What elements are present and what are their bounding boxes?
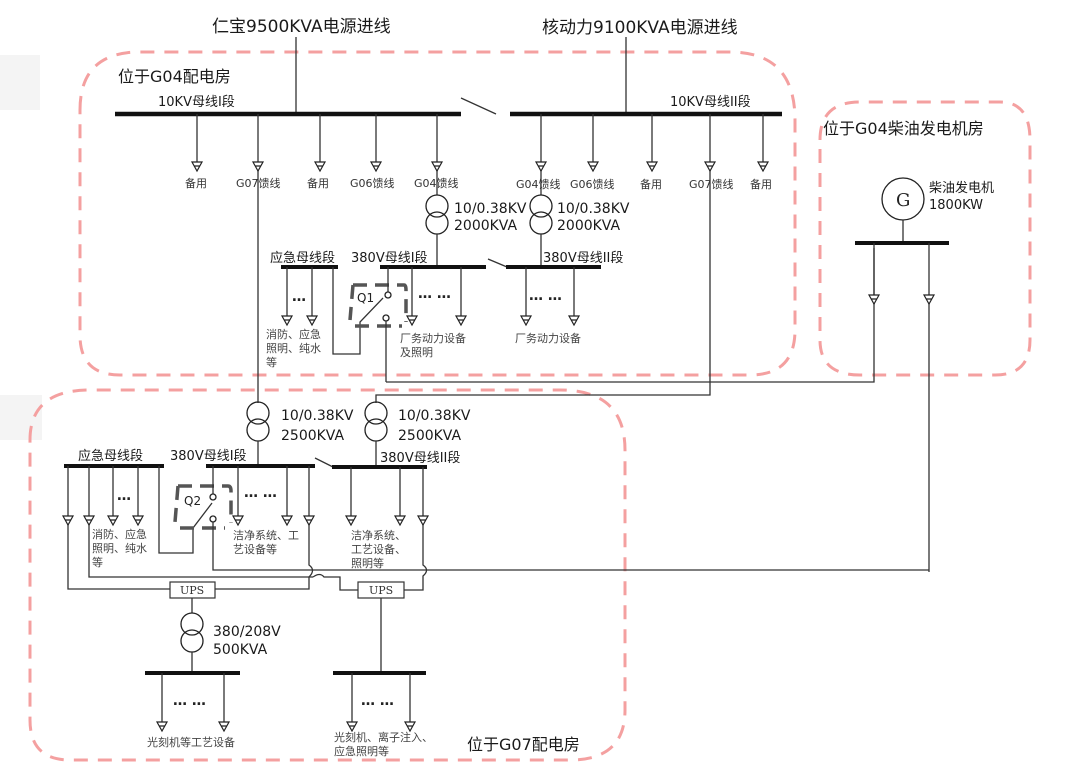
g07-bus-tie-switch [314, 457, 334, 468]
ups-bus-1-load: 光刻机等工艺设备 [147, 735, 235, 749]
g04-emergency-load-3: 等 [266, 355, 277, 369]
g07-emergency-dots: … [117, 488, 131, 504]
g04-bus1-load-1: 厂务动力设备 [400, 331, 466, 345]
transformer-g04-1-ratio: 10/0.38KV [454, 201, 527, 217]
zone-g04-room-label: 位于G04配电房 [118, 67, 231, 86]
bus-10kv-section-2-label: 10KV母线II段 [670, 95, 751, 110]
zone-g04-room-border [78, 50, 797, 377]
transformer-g07-ups-ratio: 380/208V [213, 624, 281, 640]
g04-emergency-feeders [281, 267, 384, 355]
generator-symbol: G [896, 190, 910, 211]
g04-bus-380v-1-label: 380V母线I段 [351, 251, 428, 266]
g07-bus1-load-1: 洁净系统、工 [233, 528, 299, 542]
g07-bus1-load-2: 艺设备等 [233, 542, 277, 556]
transformer-g07-1-ratio: 10/0.38KV [281, 408, 354, 424]
ups-2-label: UPS [369, 584, 393, 597]
generator-feeders [868, 243, 935, 572]
g07-emergency-feeders [62, 466, 313, 590]
ups-bus-2-feeders [346, 673, 416, 732]
g07-bus1-feeders [215, 466, 315, 590]
bus-10kv-section-1-label: 10KV母线I段 [158, 95, 235, 110]
feeder-label-bus1-2: G07馈线 [236, 176, 281, 190]
transformer-g07-ups-capacity: 500KVA [213, 642, 268, 658]
feeder-label-bus2-3: 备用 [640, 177, 662, 191]
g07-bus-380v-2-label: 380V母线II段 [380, 451, 460, 466]
transformer-g07-1 [246, 401, 270, 464]
feeder-label-bus2-4: G07馈线 [689, 177, 734, 191]
transformer-g07-2 [364, 401, 388, 467]
transformer-g07-1-capacity: 2500KVA [281, 428, 344, 444]
ats-switch-q1-label: Q1 [357, 291, 374, 305]
zone-g07-room-border [28, 388, 627, 762]
feeder-label-bus1-1: 备用 [185, 176, 207, 190]
g04-bus1-feeders [406, 267, 467, 326]
g07-emergency-load-3: 等 [92, 555, 103, 569]
transformer-g07-ups [180, 612, 204, 673]
g04-emergency-bus-label: 应急母线段 [270, 250, 335, 266]
g04-emergency-load-1: 消防、应急 [266, 327, 321, 341]
background-block [0, 395, 42, 440]
feeder-label-bus2-2: G06馈线 [570, 177, 615, 191]
ups-1-label: UPS [180, 584, 204, 597]
ups-bus-1-feeders [156, 673, 230, 732]
g04-bus-tie-switch [487, 258, 508, 268]
g04-bus-380v-2-label: 380V母线II段 [543, 251, 623, 266]
g07-bus2-load-1: 洁净系统、 [351, 528, 406, 542]
g04-bus1-dots: … … [418, 286, 451, 302]
g07-bus2-load-2: 工艺设备、 [351, 542, 406, 556]
transformer-g04-2-capacity: 2000KVA [557, 218, 620, 234]
zone-g04-diesel-room-border [818, 100, 1032, 377]
transformer-g07-2-ratio: 10/0.38KV [398, 408, 471, 424]
ups-bus-1-dots: … … [173, 693, 206, 709]
g07-bus2-feeders [312, 467, 429, 591]
feeder-label-bus1-4: G06馈线 [350, 176, 395, 190]
zone-g07-room-label: 位于G07配电房 [467, 735, 580, 754]
background-block [0, 55, 40, 110]
ups-bus-2-load-2: 应急照明等 [334, 744, 389, 758]
g07-emergency-load-2: 照明、纯水 [92, 542, 147, 555]
transformer-g04-2-ratio: 10/0.38KV [557, 201, 630, 217]
ats-switch-q1[interactable] [348, 267, 408, 382]
ups-bus-2-load-1: 光刻机、离子注入、 [334, 730, 433, 744]
generator-name: 柴油发电机 [929, 180, 994, 196]
feeder-label-bus2-1: G04馈线 [516, 177, 561, 191]
g04-bus2-dots: … … [529, 288, 562, 304]
g07-bus-380v-1-label: 380V母线I段 [170, 449, 247, 464]
zone-g04-diesel-room-label: 位于G04柴油发电机房 [823, 119, 984, 138]
g04-bus1-load-2: 及照明 [400, 346, 433, 359]
ats-switch-q2[interactable] [173, 466, 929, 571]
g07-emergency-load-1: 消防、应急 [92, 527, 147, 541]
generator-rating: 1800KW [929, 198, 983, 213]
transformer-g04-1-capacity: 2000KVA [454, 218, 517, 234]
g07-emergency-bus-label: 应急母线段 [78, 448, 143, 464]
incoming-line-renbao-label: 仁宝9500KVA电源进线 [212, 17, 391, 37]
feeder-label-bus1-3: 备用 [307, 176, 329, 190]
transformer-g04-1 [425, 194, 449, 266]
incoming-line-hedongli-label: 核动力9100KVA电源进线 [542, 18, 738, 38]
g07-bus2-load-3: 照明等 [351, 556, 384, 570]
g04-emergency-load-2: 照明、纯水 [266, 342, 321, 355]
g04-feeder-to-g07-xfmr2 [375, 383, 711, 403]
g04-emergency-dots: … [292, 289, 306, 305]
feeder-group-bus-2 [535, 114, 769, 383]
ups-bus-2-dots: … … [361, 693, 394, 709]
transformer-g04-2 [529, 194, 553, 266]
feeder-label-bus1-5: G04馈线 [414, 176, 459, 190]
g07-bus1-dots: … … [244, 485, 277, 501]
transformer-g07-2-capacity: 2500KVA [398, 428, 461, 444]
g04-bus2-feeders [520, 267, 580, 326]
diesel-generator [881, 177, 925, 243]
bus-tie-switch-10kv [460, 97, 497, 115]
g04-bus2-load-1: 厂务动力设备 [515, 331, 581, 345]
feeder-label-bus2-5: 备用 [750, 177, 772, 191]
feeder-group-bus-1 [191, 114, 443, 400]
ats-switch-q2-label: Q2 [184, 494, 201, 508]
